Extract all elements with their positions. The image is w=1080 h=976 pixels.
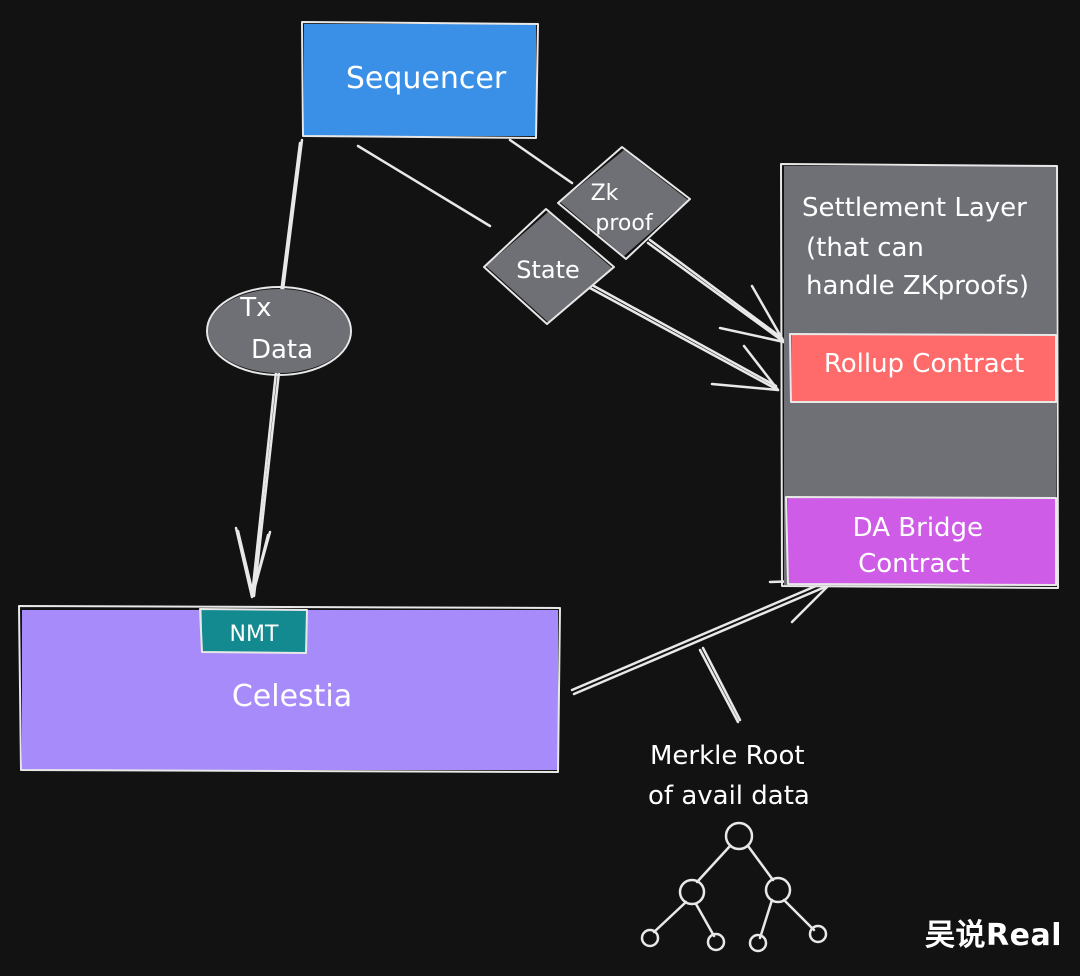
rollup-contract-node[interactable]: Rollup Contract (789, 333, 1057, 403)
zk-proof-label-node: Zk proof (557, 146, 691, 260)
da-bridge-contract-node[interactable]: DA Bridge Contract (785, 496, 1057, 586)
sequencer-node[interactable]: Sequencer (301, 21, 539, 139)
nmt-node[interactable]: NMT (199, 608, 308, 654)
settlement-layer-label: Settlement Layer (that can handle ZKproo… (802, 193, 1035, 301)
tx-data-label-node: Tx Data (206, 286, 352, 376)
nmt-label: NMT (230, 622, 279, 647)
state-label-node: State (483, 208, 615, 325)
edge-state (356, 144, 780, 392)
merkle-tree-icon (640, 821, 828, 953)
edge-tx-data (234, 138, 304, 599)
watermark: 吴说Real (925, 918, 1062, 953)
edge-merkle-root (570, 578, 836, 724)
tx-data-label: Tx Data (239, 293, 313, 365)
zk-proof-label: Zk proof (591, 181, 654, 236)
da-bridge-contract-label: DA Bridge Contract (853, 513, 992, 579)
sequencer-label: Sequencer (346, 61, 507, 96)
state-label: State (516, 256, 580, 284)
celestia-label: Celestia (232, 679, 352, 714)
rollup-contract-label: Rollup Contract (824, 349, 1024, 379)
merkle-root-annotation: Merkle Root of avail data (648, 741, 813, 811)
